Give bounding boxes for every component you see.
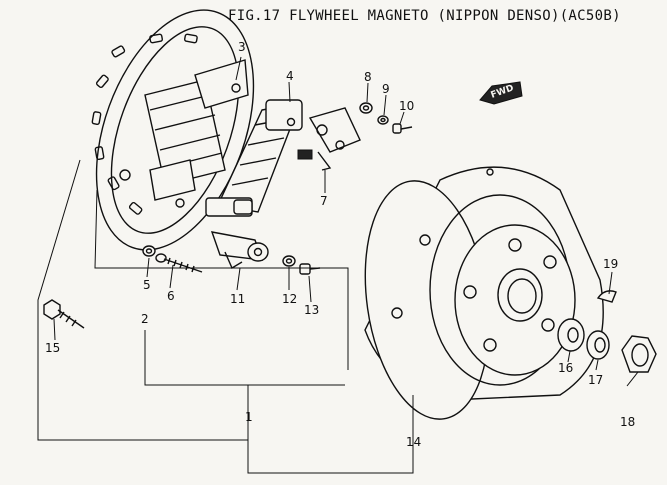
part-number: 13 xyxy=(304,303,319,317)
part-number: 7 xyxy=(320,194,328,208)
part-number: 11 xyxy=(230,292,245,306)
part-number: 16 xyxy=(558,361,573,375)
bolt-15 xyxy=(43,299,85,329)
contact-breaker-points xyxy=(297,107,361,171)
part-number: 17 xyxy=(588,373,603,387)
woodruff-key-19 xyxy=(596,290,617,303)
part-number: 14 xyxy=(406,435,421,449)
lock-washer-17 xyxy=(586,330,610,360)
part-number: 6 xyxy=(167,289,175,303)
part-number: 5 xyxy=(143,278,151,292)
stator-base-plate xyxy=(91,9,255,251)
part-number: 4 xyxy=(286,69,294,83)
part-number: 9 xyxy=(382,82,390,96)
washer-12 xyxy=(282,255,296,267)
part-number: 19 xyxy=(603,257,618,271)
nut-18 xyxy=(621,335,657,373)
part-number: 1 xyxy=(245,410,253,424)
part-number: 10 xyxy=(399,99,414,113)
part-number: 15 xyxy=(45,341,60,355)
part-number: 2 xyxy=(141,312,149,326)
flywheel-rotor xyxy=(364,166,604,420)
leader-lines xyxy=(37,56,639,474)
part-number: 12 xyxy=(282,292,297,306)
washer-8 xyxy=(359,102,373,114)
figure-title: FIG.17 FLYWHEEL MAGNETO (NIPPON DENSO)(A… xyxy=(228,8,621,24)
part-number: 18 xyxy=(620,415,635,429)
condenser xyxy=(210,199,269,270)
washer-9 xyxy=(377,115,389,125)
part-number: 8 xyxy=(364,70,372,84)
screw-6 xyxy=(155,253,203,273)
screw-10 xyxy=(392,123,413,134)
washer-5 xyxy=(142,245,156,257)
screw-13 xyxy=(299,263,321,275)
part-number-labels: 3 4 8 9 10 7 5 6 2 11 12 13 19 16 17 18 … xyxy=(45,40,635,449)
forward-direction-arrow-icon: FWD xyxy=(479,81,523,105)
washer-16 xyxy=(557,318,585,352)
part-number: 3 xyxy=(238,40,246,54)
